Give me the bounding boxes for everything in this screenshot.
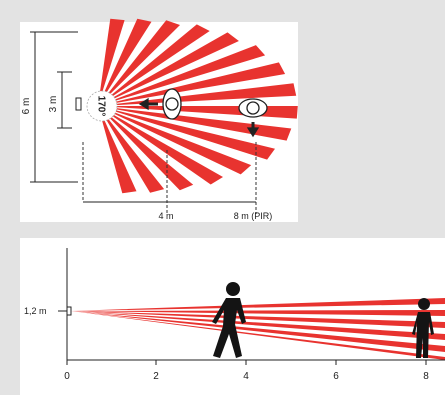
mount-height-label: 1,2 m [24,306,47,316]
fan-wedge [98,20,180,107]
fan-wedge [98,106,292,141]
sensor-device-side-icon [66,306,72,316]
person-top-view-icon-2 [238,98,268,138]
angle-label: 170° [96,96,107,117]
side-axes [66,248,445,365]
fan-wedge [98,24,210,106]
fan-wedge [98,62,286,106]
person-standing-icon [412,298,434,358]
fan-wedge [98,18,125,106]
axis-tick-0: 0 [64,371,70,382]
axis-tick-8: 8 [423,371,429,382]
fan-wedge [98,32,239,106]
side-ray [71,298,445,311]
top-detection-fan [98,18,298,194]
side-detection-rays [71,298,445,360]
coverage-top-view-panel: 6 m 3 m 170° [20,18,298,222]
distance-label-4m: 4 m [158,211,173,221]
side-ray [71,311,445,352]
side-ray [71,311,445,328]
fan-wedge [98,106,298,119]
coverage-side-view-panel: 0 2 4 6 8 1,2 m [20,238,445,395]
fan-wedge [98,106,194,191]
distance-label-8m-pir: 8 m (PIR) [234,211,273,221]
side-ray [71,310,445,316]
fan-wedge [98,18,152,106]
fan-wedge [98,106,137,194]
side-ray [71,311,445,360]
height-dimension-3m [57,71,72,129]
coverage-side-view-diagram: 0 2 4 6 8 1,2 m [24,248,445,382]
fan-wedge [98,106,252,175]
sensor-device-icon [75,97,82,111]
fan-wedge [98,106,275,160]
coverage-top-view-diagram: 6 m 3 m 170° [21,18,298,221]
side-ray [71,311,445,340]
fan-wedge [98,45,266,106]
person-walking-icon [212,282,246,358]
fan-wedge [98,106,223,185]
axis-tick-2: 2 [153,371,159,382]
height-dimension-6m [30,31,78,183]
angle-indicator-circle [86,90,118,122]
axis-tick-6: 6 [333,371,339,382]
mount-label-3m: 3 m [48,96,59,113]
axis-tick-4: 4 [243,371,249,382]
fan-wedge [98,106,165,193]
person-top-view-icon [138,88,182,120]
height-label-6m: 6 m [21,98,32,115]
